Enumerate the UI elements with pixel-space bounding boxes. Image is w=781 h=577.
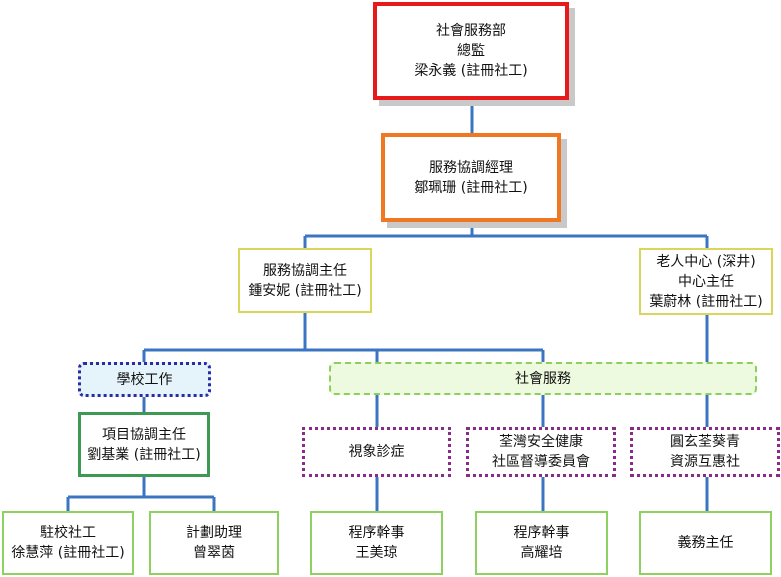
- volunteer-head-title: 義務主任: [677, 535, 734, 551]
- manager-box: 服務協調經理 鄒珮珊 (註冊社工): [381, 133, 561, 222]
- project-coordinator-name: 劉基業 (註冊社工): [87, 446, 201, 463]
- coordinator-title: 服務協調主任: [263, 262, 347, 279]
- project-coordinator-title: 項目協調主任: [102, 426, 186, 443]
- programme-officer-wong-title: 程序幹事: [348, 525, 405, 541]
- social-services-label: 社會服務: [515, 370, 571, 387]
- school-social-worker-box: 駐校社工 徐慧萍 (註冊社工): [2, 511, 134, 575]
- project-assistant-title: 計劃助理: [186, 525, 242, 541]
- programme-officer-wong-box: 程序幹事 王美琼: [310, 511, 443, 575]
- yuen-hin-society-line1: 圓玄荃葵青: [670, 434, 740, 450]
- director-box: 社會服務部 總監 梁永義 (註冊社工): [373, 2, 569, 100]
- director-name: 梁永義 (註冊社工): [414, 63, 528, 79]
- director-dept: 社會服務部: [436, 23, 506, 39]
- project-assistant-box: 計劃助理 曾翠茵: [149, 511, 279, 575]
- elderly-centre-title: 中心主任: [678, 273, 734, 290]
- tsuen-wan-committee-line2: 社區督導委員會: [492, 454, 590, 470]
- volunteer-head-box: 義務主任: [639, 511, 772, 575]
- elderly-centre-head: 葉蔚林 (註冊社工): [649, 293, 763, 310]
- school-social-worker-title: 駐校社工: [40, 525, 96, 541]
- programme-officer-ko-title: 程序幹事: [513, 525, 570, 541]
- coordinator-box: 服務協調主任 鍾安妮 (註冊社工): [238, 248, 372, 313]
- school-social-worker-name: 徐慧萍 (註冊社工): [11, 545, 125, 561]
- project-coordinator-box: 項目協調主任 劉基業 (註冊社工): [78, 412, 210, 477]
- manager-name: 鄒珮珊 (註冊社工): [414, 179, 528, 196]
- elderly-centre-name: 老人中心 (深井): [656, 253, 756, 270]
- yuen-hin-society-box: 圓玄荃葵青 資源互惠社: [630, 427, 780, 477]
- programme-officer-wong-name: 王美琼: [355, 545, 398, 561]
- vision-clinic-label: 視象診症: [348, 444, 405, 460]
- project-assistant-name: 曾翠茵: [193, 545, 235, 561]
- school-work-label: 學校工作: [116, 371, 173, 388]
- social-services-group: 社會服務: [329, 362, 757, 395]
- manager-title: 服務協調經理: [429, 159, 513, 176]
- director-title: 總監: [457, 43, 485, 59]
- elderly-centre-box: 老人中心 (深井) 中心主任 葉蔚林 (註冊社工): [639, 248, 773, 315]
- yuen-hin-society-line2: 資源互惠社: [670, 454, 740, 470]
- coordinator-name: 鍾安妮 (註冊社工): [248, 282, 362, 299]
- tsuen-wan-committee-box: 荃灣安全健康 社區督導委員會: [466, 427, 616, 477]
- vision-clinic-box: 視象診症: [302, 427, 451, 477]
- school-work-group: 學校工作: [78, 362, 211, 397]
- programme-officer-ko-box: 程序幹事 高耀培: [475, 511, 608, 575]
- programme-officer-ko-name: 高耀培: [520, 545, 563, 561]
- tsuen-wan-committee-line1: 荃灣安全健康: [499, 434, 583, 450]
